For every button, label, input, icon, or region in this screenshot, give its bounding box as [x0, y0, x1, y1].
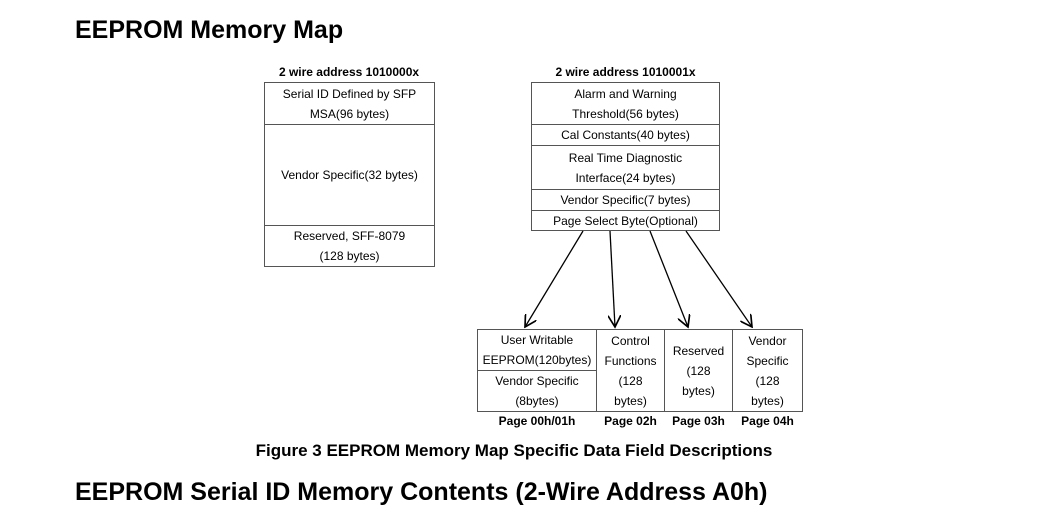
left-row-serial-id: Serial ID Defined by SFP MSA(96 bytes) [264, 82, 435, 125]
right-row-vendor: Vendor Specific(7 bytes) [531, 189, 720, 211]
arrow-page03 [649, 230, 688, 327]
page02-control: Control Functions (128 bytes) [596, 329, 665, 412]
right-table-title: 2 wire address 1010001x [555, 65, 696, 79]
arrow-page02 [610, 230, 615, 327]
page03-reserved: Reserved (128 bytes) [664, 329, 733, 412]
page00-user-writable: User Writable EEPROM(120bytes) [477, 329, 597, 371]
figure-caption: Figure 3 EEPROM Memory Map Specific Data… [255, 441, 773, 460]
page00-vendor-specific: Vendor Specific (8bytes) [477, 370, 597, 412]
right-row-page-select: Page Select Byte(Optional) [531, 210, 720, 231]
right-row-alarm: Alarm and Warning Threshold(56 bytes) [531, 82, 720, 125]
page04-vendor: Vendor Specific (128 bytes) [732, 329, 803, 412]
page-label-00: Page 00h/01h [498, 414, 576, 428]
page-label-04: Page 04h [741, 414, 794, 428]
page-title: EEPROM Memory Map [75, 16, 344, 44]
arrow-page04 [685, 230, 752, 327]
right-row-cal: Cal Constants(40 bytes) [531, 124, 720, 146]
section-heading: EEPROM Serial ID Memory Contents (2-Wire… [75, 478, 768, 506]
right-row-diagnostic: Real Time Diagnostic Interface(24 bytes) [531, 145, 720, 190]
arrow-page00 [525, 230, 584, 327]
page-label-02: Page 02h [604, 414, 657, 428]
left-row-reserved: Reserved, SFF-8079 (128 bytes) [264, 225, 435, 267]
left-table-title: 2 wire address 1010000x [278, 65, 420, 79]
page-label-03: Page 03h [672, 414, 725, 428]
